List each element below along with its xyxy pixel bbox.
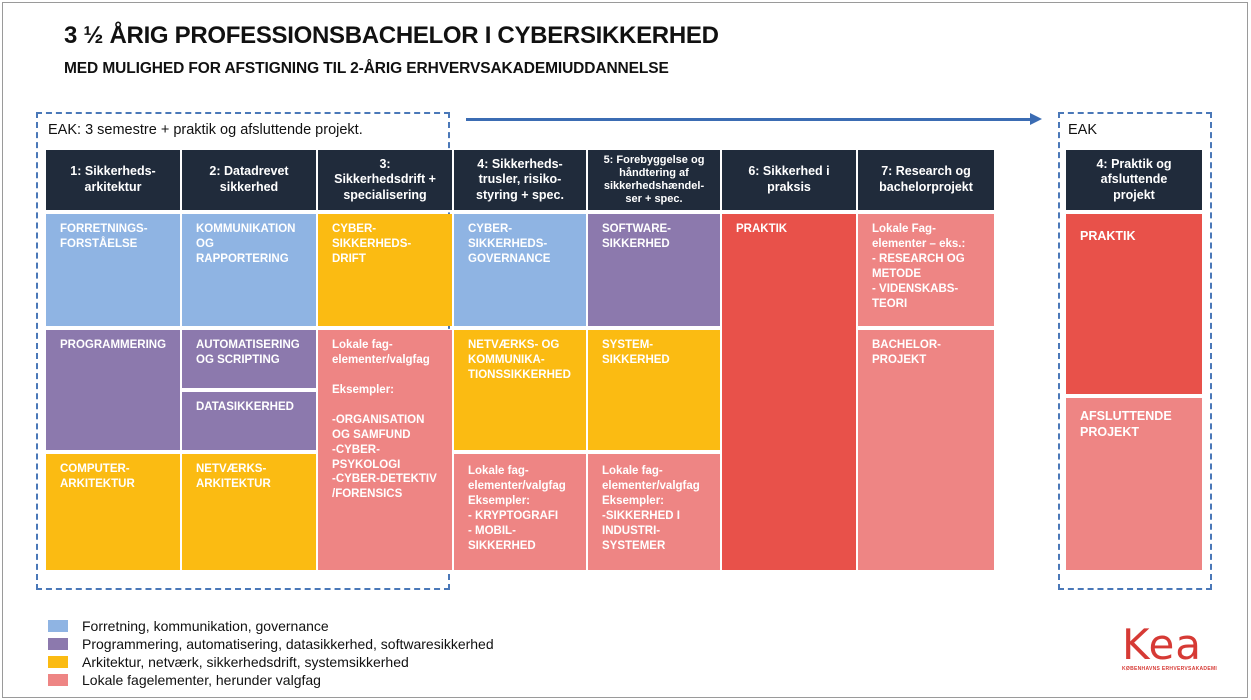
block-automatisering: AUTOMATISERING OG SCRIPTING <box>182 330 316 388</box>
block-lokale-fagelementer-4: Lokale fag- elementer/valgfag Eksempler:… <box>454 454 586 570</box>
block-lokale-fagelementer-5: Lokale fag- elementer/valgfag Eksempler:… <box>588 454 720 570</box>
legend-label: Lokale fagelementer, herunder valgfag <box>82 672 321 688</box>
legend-item-programmering: Programmering, automatisering, datasikke… <box>48 636 494 652</box>
block-bachelorprojekt: BACHELOR- PROJEKT <box>858 330 994 570</box>
legend-label: Forretning, kommunikation, governance <box>82 618 329 634</box>
eak-right-label: EAK <box>1068 122 1098 138</box>
legend-item-lokale: Lokale fagelementer, herunder valgfag <box>48 672 321 688</box>
kea-logo-text: Kea <box>1122 620 1203 669</box>
semester-3-header: 3: Sikkerhedsdrift + specialisering <box>318 150 452 210</box>
block-datasikkerhed: DATASIKKERHED <box>182 392 316 450</box>
block-praktik-6: PRAKTIK <box>722 214 856 570</box>
block-computerarkitektur: COMPUTER- ARKITEKTUR <box>46 454 180 570</box>
page-title: 3 ½ ÅRIG PROFESSIONSBACHELOR I CYBERSIKK… <box>64 22 719 49</box>
semester-5-header: 5: Forebyggelse og håndtering af sikkerh… <box>588 150 720 210</box>
block-kommunikation: KOMMUNIKATION OG RAPPORTERING <box>182 214 316 326</box>
block-cybersikkerhedsgovernance: CYBER- SIKKERHEDS- GOVERNANCE <box>454 214 586 326</box>
legend-swatch-yellow <box>48 656 68 668</box>
block-programmering: PROGRAMMERING <box>46 330 180 450</box>
semester-7-header: 7: Research og bachelorprojekt <box>858 150 994 210</box>
legend-item-arkitektur: Arkitektur, netværk, sikkerhedsdrift, sy… <box>48 654 409 670</box>
arrow-right-icon <box>1030 113 1042 125</box>
eak-right-boundary <box>1058 112 1212 590</box>
semester-6-header: 6: Sikkerhed i praksis <box>722 150 856 210</box>
legend-label: Programmering, automatisering, datasikke… <box>82 636 494 652</box>
block-afsluttende-projekt: AFSLUTTENDE PROJEKT <box>1066 398 1202 570</box>
block-lokale-fagelementer-7: Lokale Fag- elementer – eks.: - RESEARCH… <box>858 214 994 326</box>
block-forretningsforstaaelse: FORRETNINGS- FORSTÅELSE <box>46 214 180 326</box>
legend-label: Arkitektur, netværk, sikkerhedsdrift, sy… <box>82 654 409 670</box>
semester-4-header: 4: Sikkerheds- trusler, risiko- styring … <box>454 150 586 210</box>
page-subtitle: MED MULIGHED FOR AFSTIGNING TIL 2-ÅRIG E… <box>64 60 669 77</box>
legend-swatch-pink <box>48 674 68 686</box>
semester-1-header: 1: Sikkerheds- arkitektur <box>46 150 180 210</box>
block-cybersikkerhedsdrift: CYBER- SIKKERHEDS- DRIFT <box>318 214 452 326</box>
kea-logo: Kea KØBENHAVNS ERHVERVSAKADEMI <box>1122 624 1222 674</box>
legend-swatch-purple <box>48 638 68 650</box>
progression-arrow-line <box>466 118 1032 121</box>
kea-logo-subtext: KØBENHAVNS ERHVERVSAKADEMI <box>1122 666 1218 672</box>
legend-swatch-blue <box>48 620 68 632</box>
eak-semester-4-header: 4: Praktik og afsluttende projekt <box>1066 150 1202 210</box>
block-systemsikkerhed: SYSTEM- SIKKERHED <box>588 330 720 450</box>
legend-item-forretning: Forretning, kommunikation, governance <box>48 618 329 634</box>
block-netvaerkssikkerhed: NETVÆRKS- OG KOMMUNIKA- TIONSSIKKERHED <box>454 330 586 450</box>
block-praktik-eak: PRAKTIK <box>1066 214 1202 394</box>
semester-2-header: 2: Datadrevet sikkerhed <box>182 150 316 210</box>
block-lokale-fagelementer-3: Lokale fag- elementer/valgfag Eksempler:… <box>318 330 452 570</box>
block-netvaerksarkitektur: NETVÆRKS- ARKITEKTUR <box>182 454 316 570</box>
eak-left-label: EAK: 3 semestre + praktik og afsluttende… <box>48 122 363 138</box>
block-softwaresikkerhed: SOFTWARE- SIKKERHED <box>588 214 720 326</box>
